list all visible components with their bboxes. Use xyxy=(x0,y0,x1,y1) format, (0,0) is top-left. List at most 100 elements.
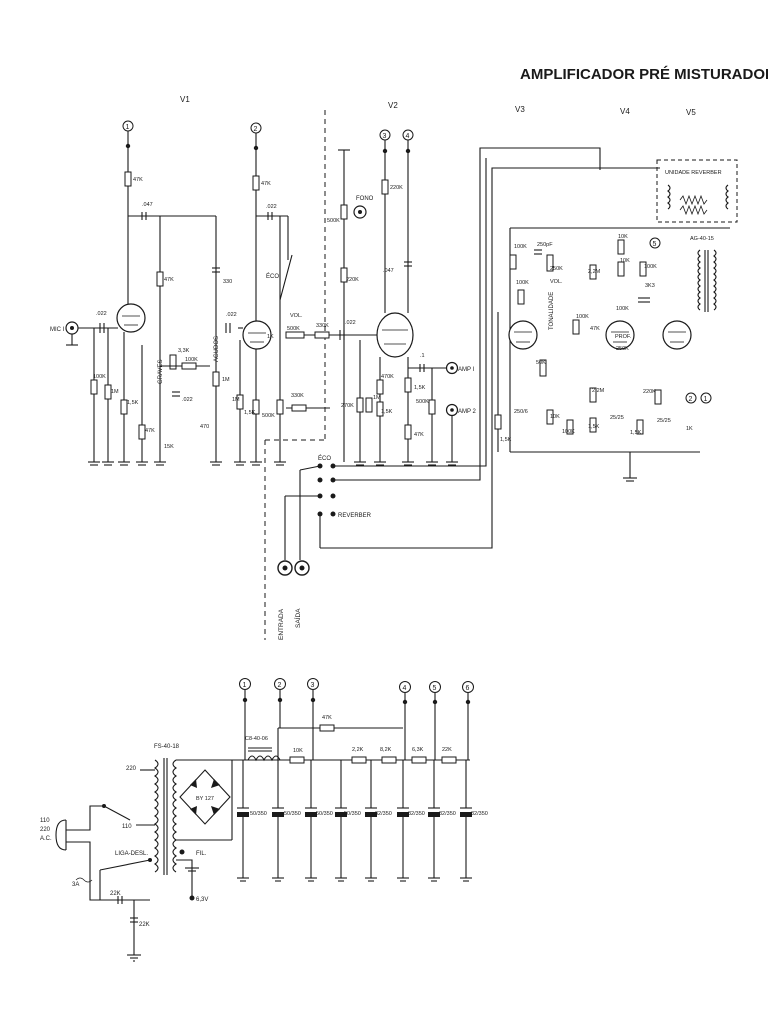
svg-text:22K: 22K xyxy=(110,891,121,897)
node-marker-3-top: 3 xyxy=(379,129,391,154)
vol-control-label: VOL. xyxy=(290,313,303,319)
svg-text:50/350: 50/350 xyxy=(250,811,267,817)
svg-text:100K: 100K xyxy=(576,314,589,320)
tube-label-v4: V4 xyxy=(620,107,630,116)
svg-text:.022: .022 xyxy=(345,320,356,326)
svg-text:25/25: 25/25 xyxy=(657,418,671,424)
node-marker-5-top: 5 xyxy=(649,237,661,249)
svg-text:1M: 1M xyxy=(373,395,381,401)
rectifier-label: BY 127 xyxy=(196,796,214,802)
svg-text:100K: 100K xyxy=(644,264,657,270)
svg-text:100K: 100K xyxy=(616,306,629,312)
svg-text:2,2M: 2,2M xyxy=(588,269,601,275)
fono-input-label: FONO xyxy=(356,196,374,202)
svg-text:1,5K: 1,5K xyxy=(500,437,512,443)
psu-filter-caps: 50/350 50/350 50/350 50/350 xyxy=(237,760,488,882)
prof-control-label: PROF. xyxy=(615,334,632,340)
svg-text:100K: 100K xyxy=(562,429,575,435)
svg-text:1,5K: 1,5K xyxy=(588,424,600,430)
power-transformer-label: FS-40-18 xyxy=(154,744,180,750)
svg-text:47K: 47K xyxy=(590,326,600,332)
amp1-output-label: AMP I xyxy=(458,367,475,373)
svg-text:50/350: 50/350 xyxy=(344,811,361,817)
svg-text:1K: 1K xyxy=(686,426,693,432)
svg-text:.1: .1 xyxy=(420,353,425,359)
eco-control-label: ÉCO xyxy=(266,273,279,280)
svg-text:.022: .022 xyxy=(226,312,237,318)
tube-label-v2: V2 xyxy=(388,101,398,110)
svg-text:47K: 47K xyxy=(164,277,174,283)
eco-reverber-switch: ÉCO REVERBER xyxy=(284,455,480,560)
reverber-switch-label: REVERBER xyxy=(338,513,372,519)
svg-text:2,2M: 2,2M xyxy=(592,388,605,394)
svg-text:3: 3 xyxy=(383,133,387,140)
svg-text:8,2K: 8,2K xyxy=(380,747,392,753)
svg-text:100K: 100K xyxy=(514,244,527,250)
svg-text:250K: 250K xyxy=(550,266,563,272)
svg-text:50/350: 50/350 xyxy=(284,811,301,817)
power-supply: 110 220 A.C. 3A 220 110 LIGA-DESL. 22K 2… xyxy=(40,715,470,962)
tube-label-v1: V1 xyxy=(180,95,190,104)
svg-text:220: 220 xyxy=(40,827,51,833)
svg-text:3A: 3A xyxy=(72,882,79,888)
svg-text:50K: 50K xyxy=(536,360,546,366)
filament-label: FIL. xyxy=(196,851,207,857)
psu-node-markers: 1 2 3 4 5 6 xyxy=(239,678,474,760)
svg-text:1: 1 xyxy=(704,396,708,403)
svg-text:6: 6 xyxy=(466,685,470,692)
svg-text:250K: 250K xyxy=(616,346,629,352)
mic-input-label: MIC I xyxy=(50,327,65,333)
svg-text:330: 330 xyxy=(223,279,232,285)
svg-text:10K: 10K xyxy=(550,414,560,420)
svg-text:1K: 1K xyxy=(267,334,274,340)
svg-text:1,5K: 1,5K xyxy=(127,400,139,406)
tube-label-v3: V3 xyxy=(515,105,525,114)
svg-text:220: 220 xyxy=(126,766,137,772)
svg-text:500K: 500K xyxy=(416,399,429,405)
svg-text:5: 5 xyxy=(433,685,437,692)
svg-text:110: 110 xyxy=(122,824,132,830)
svg-text:220K: 220K xyxy=(346,277,359,283)
svg-text:1,5K: 1,5K xyxy=(244,410,256,416)
svg-text:.047: .047 xyxy=(383,268,394,274)
output-transformer-label: AG-40-15 xyxy=(690,236,714,242)
svg-text:32/350: 32/350 xyxy=(439,811,456,817)
tube-label-v5: V5 xyxy=(686,108,696,117)
choke-label: C8-40-06 xyxy=(245,736,268,742)
svg-text:.047: .047 xyxy=(142,202,153,208)
unidade-reverber-label: UNIDADE REVERBER xyxy=(665,170,722,176)
svg-text:25/25: 25/25 xyxy=(610,415,624,421)
svg-text:47K: 47K xyxy=(322,715,332,721)
svg-text:1M: 1M xyxy=(232,397,240,403)
power-switch-label: LIGA-DESL. xyxy=(115,851,148,857)
vol-reverb-label: VOL. xyxy=(550,279,563,285)
svg-text:15K: 15K xyxy=(164,444,174,450)
svg-text:.022: .022 xyxy=(266,204,277,210)
agudos-control-label: AGUDOS xyxy=(214,336,220,362)
svg-text:ENTRADA: ENTRADA xyxy=(278,608,285,640)
svg-text:ÉCO: ÉCO xyxy=(318,455,331,462)
svg-text:10K: 10K xyxy=(620,258,630,264)
tonalidade-control-label: TONALIDADE xyxy=(549,292,555,330)
svg-text:1,5K: 1,5K xyxy=(381,409,393,415)
svg-text:330K: 330K xyxy=(316,323,329,329)
svg-text:2: 2 xyxy=(689,396,693,403)
node-marker-4-top: 4 xyxy=(402,129,414,154)
svg-text:220K: 220K xyxy=(390,185,403,191)
svg-text:47K: 47K xyxy=(261,181,271,187)
svg-text:4: 4 xyxy=(406,133,410,140)
svg-text:3: 3 xyxy=(311,682,315,689)
svg-text:470: 470 xyxy=(200,424,209,430)
svg-text:32/350: 32/350 xyxy=(408,811,425,817)
svg-text:47K: 47K xyxy=(414,432,424,438)
svg-text:32/350: 32/350 xyxy=(471,811,488,817)
v2-stage: FONO 500K 220K 220K .047 VOL. 500K 330K … xyxy=(285,149,477,466)
svg-text:SAÍDA: SAÍDA xyxy=(293,608,302,628)
svg-text:5: 5 xyxy=(653,241,657,248)
svg-text:.022: .022 xyxy=(96,311,107,317)
svg-text:6,3V: 6,3V xyxy=(196,897,208,903)
svg-text:10K: 10K xyxy=(618,234,628,240)
svg-text:3K3: 3K3 xyxy=(645,283,655,289)
svg-text:270K: 270K xyxy=(341,403,354,409)
